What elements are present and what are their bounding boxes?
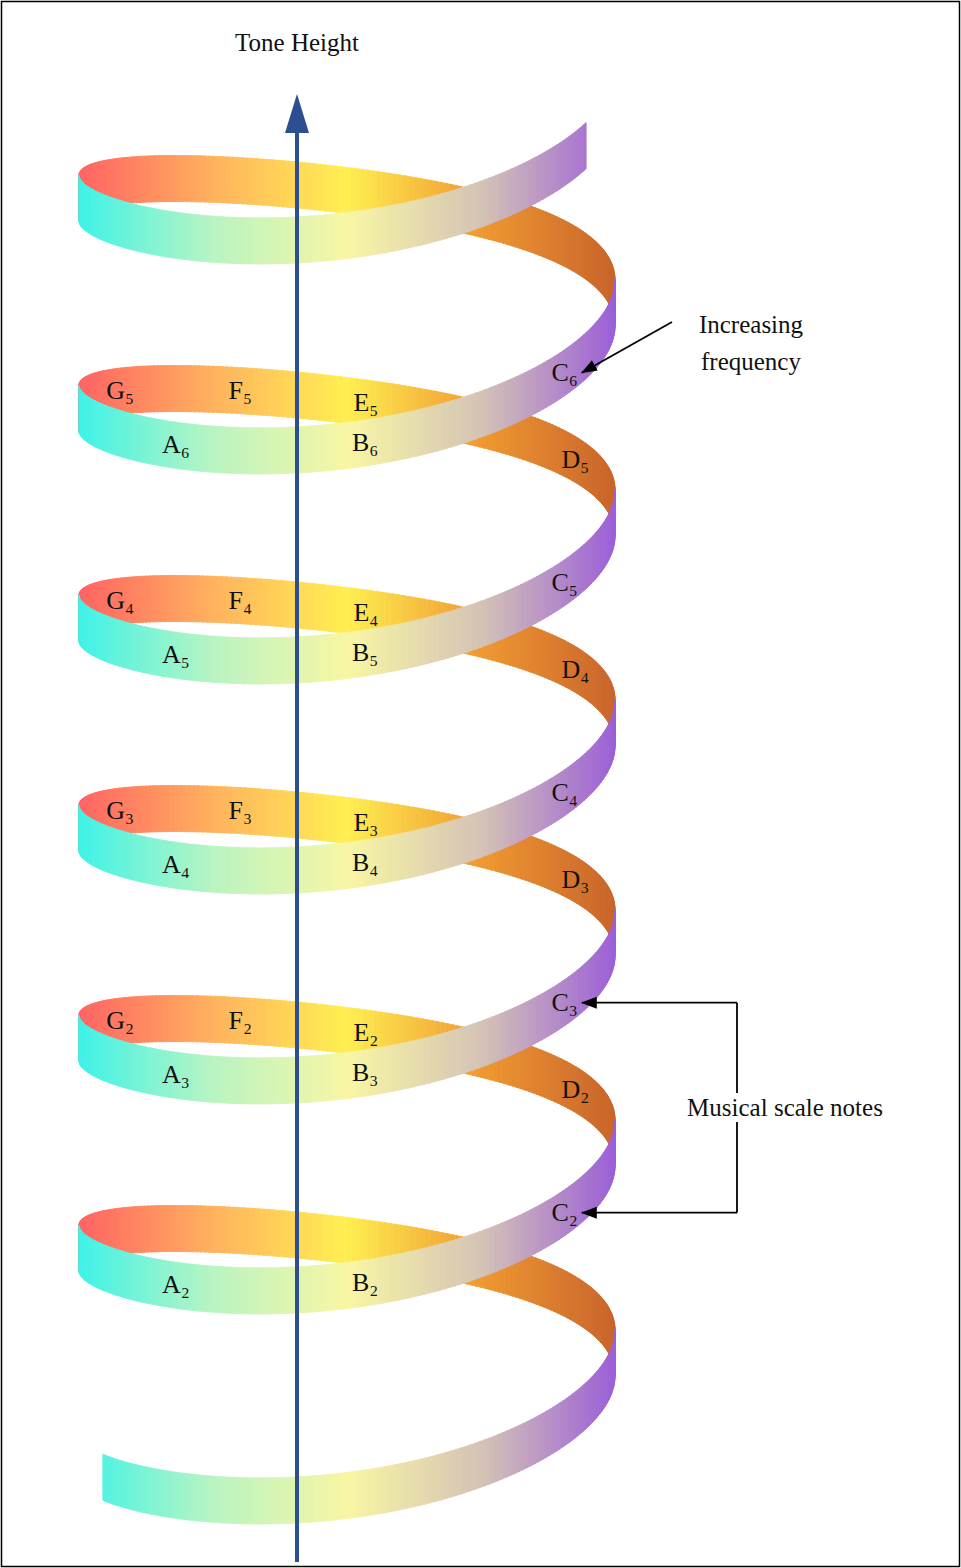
ribbon-segment <box>81 811 82 858</box>
ribbon-segment <box>82 391 83 438</box>
ribbon-segment <box>345 1472 353 1519</box>
ribbon-segment <box>346 212 354 259</box>
helix-ribbon <box>79 123 615 1524</box>
ribbon-segment <box>81 1230 82 1277</box>
ribbon-segment <box>343 842 351 889</box>
ribbon-segment <box>82 1021 83 1068</box>
ribbon-segment <box>81 601 82 648</box>
ribbon-segment <box>342 632 350 679</box>
ribbon-segment <box>82 1231 83 1278</box>
ribbon-segment <box>81 391 82 438</box>
ribbon-segment <box>81 180 82 227</box>
ribbon-segment <box>82 181 83 228</box>
